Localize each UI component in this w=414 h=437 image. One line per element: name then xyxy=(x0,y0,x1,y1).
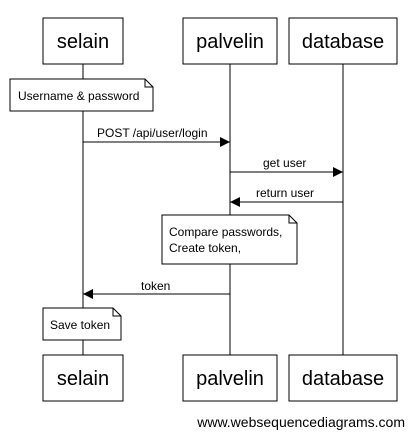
participant-label: database xyxy=(302,368,384,390)
message-label: POST /api/user/login xyxy=(97,126,208,140)
note-text: Save token xyxy=(50,318,110,332)
participant-database-bottom: database xyxy=(288,354,398,402)
participant-label: selain xyxy=(57,368,109,390)
participant-label: palvelin xyxy=(196,31,264,53)
message-label: token xyxy=(141,279,170,293)
participant-selain-bottom: selain xyxy=(42,354,124,402)
watermark: www.websequencediagrams.com xyxy=(196,414,405,430)
participant-label: selain xyxy=(57,31,109,53)
message-label: return user xyxy=(256,186,314,200)
participant-palvelin-bottom: palvelin xyxy=(182,354,278,402)
message-token: token xyxy=(83,279,230,299)
participant-palvelin-top: palvelin xyxy=(182,17,278,65)
note-credentials: Username & password xyxy=(9,78,154,112)
message-get-user: get user xyxy=(230,156,343,177)
participant-label: database xyxy=(302,31,384,53)
participant-selain-top: selain xyxy=(42,17,124,65)
participant-database-top: database xyxy=(288,17,398,65)
note-text: Username & password xyxy=(18,89,139,103)
note-text-line1: Compare passwords, xyxy=(169,225,282,239)
note-save-token: Save token xyxy=(42,307,122,341)
message-return-user: return user xyxy=(230,186,343,207)
message-label: get user xyxy=(263,156,306,170)
note-compare: Compare passwords, Create token, xyxy=(161,214,298,265)
note-text-line2: Create token, xyxy=(169,241,241,255)
participant-label: palvelin xyxy=(196,368,264,390)
message-login-request: POST /api/user/login xyxy=(83,126,230,147)
